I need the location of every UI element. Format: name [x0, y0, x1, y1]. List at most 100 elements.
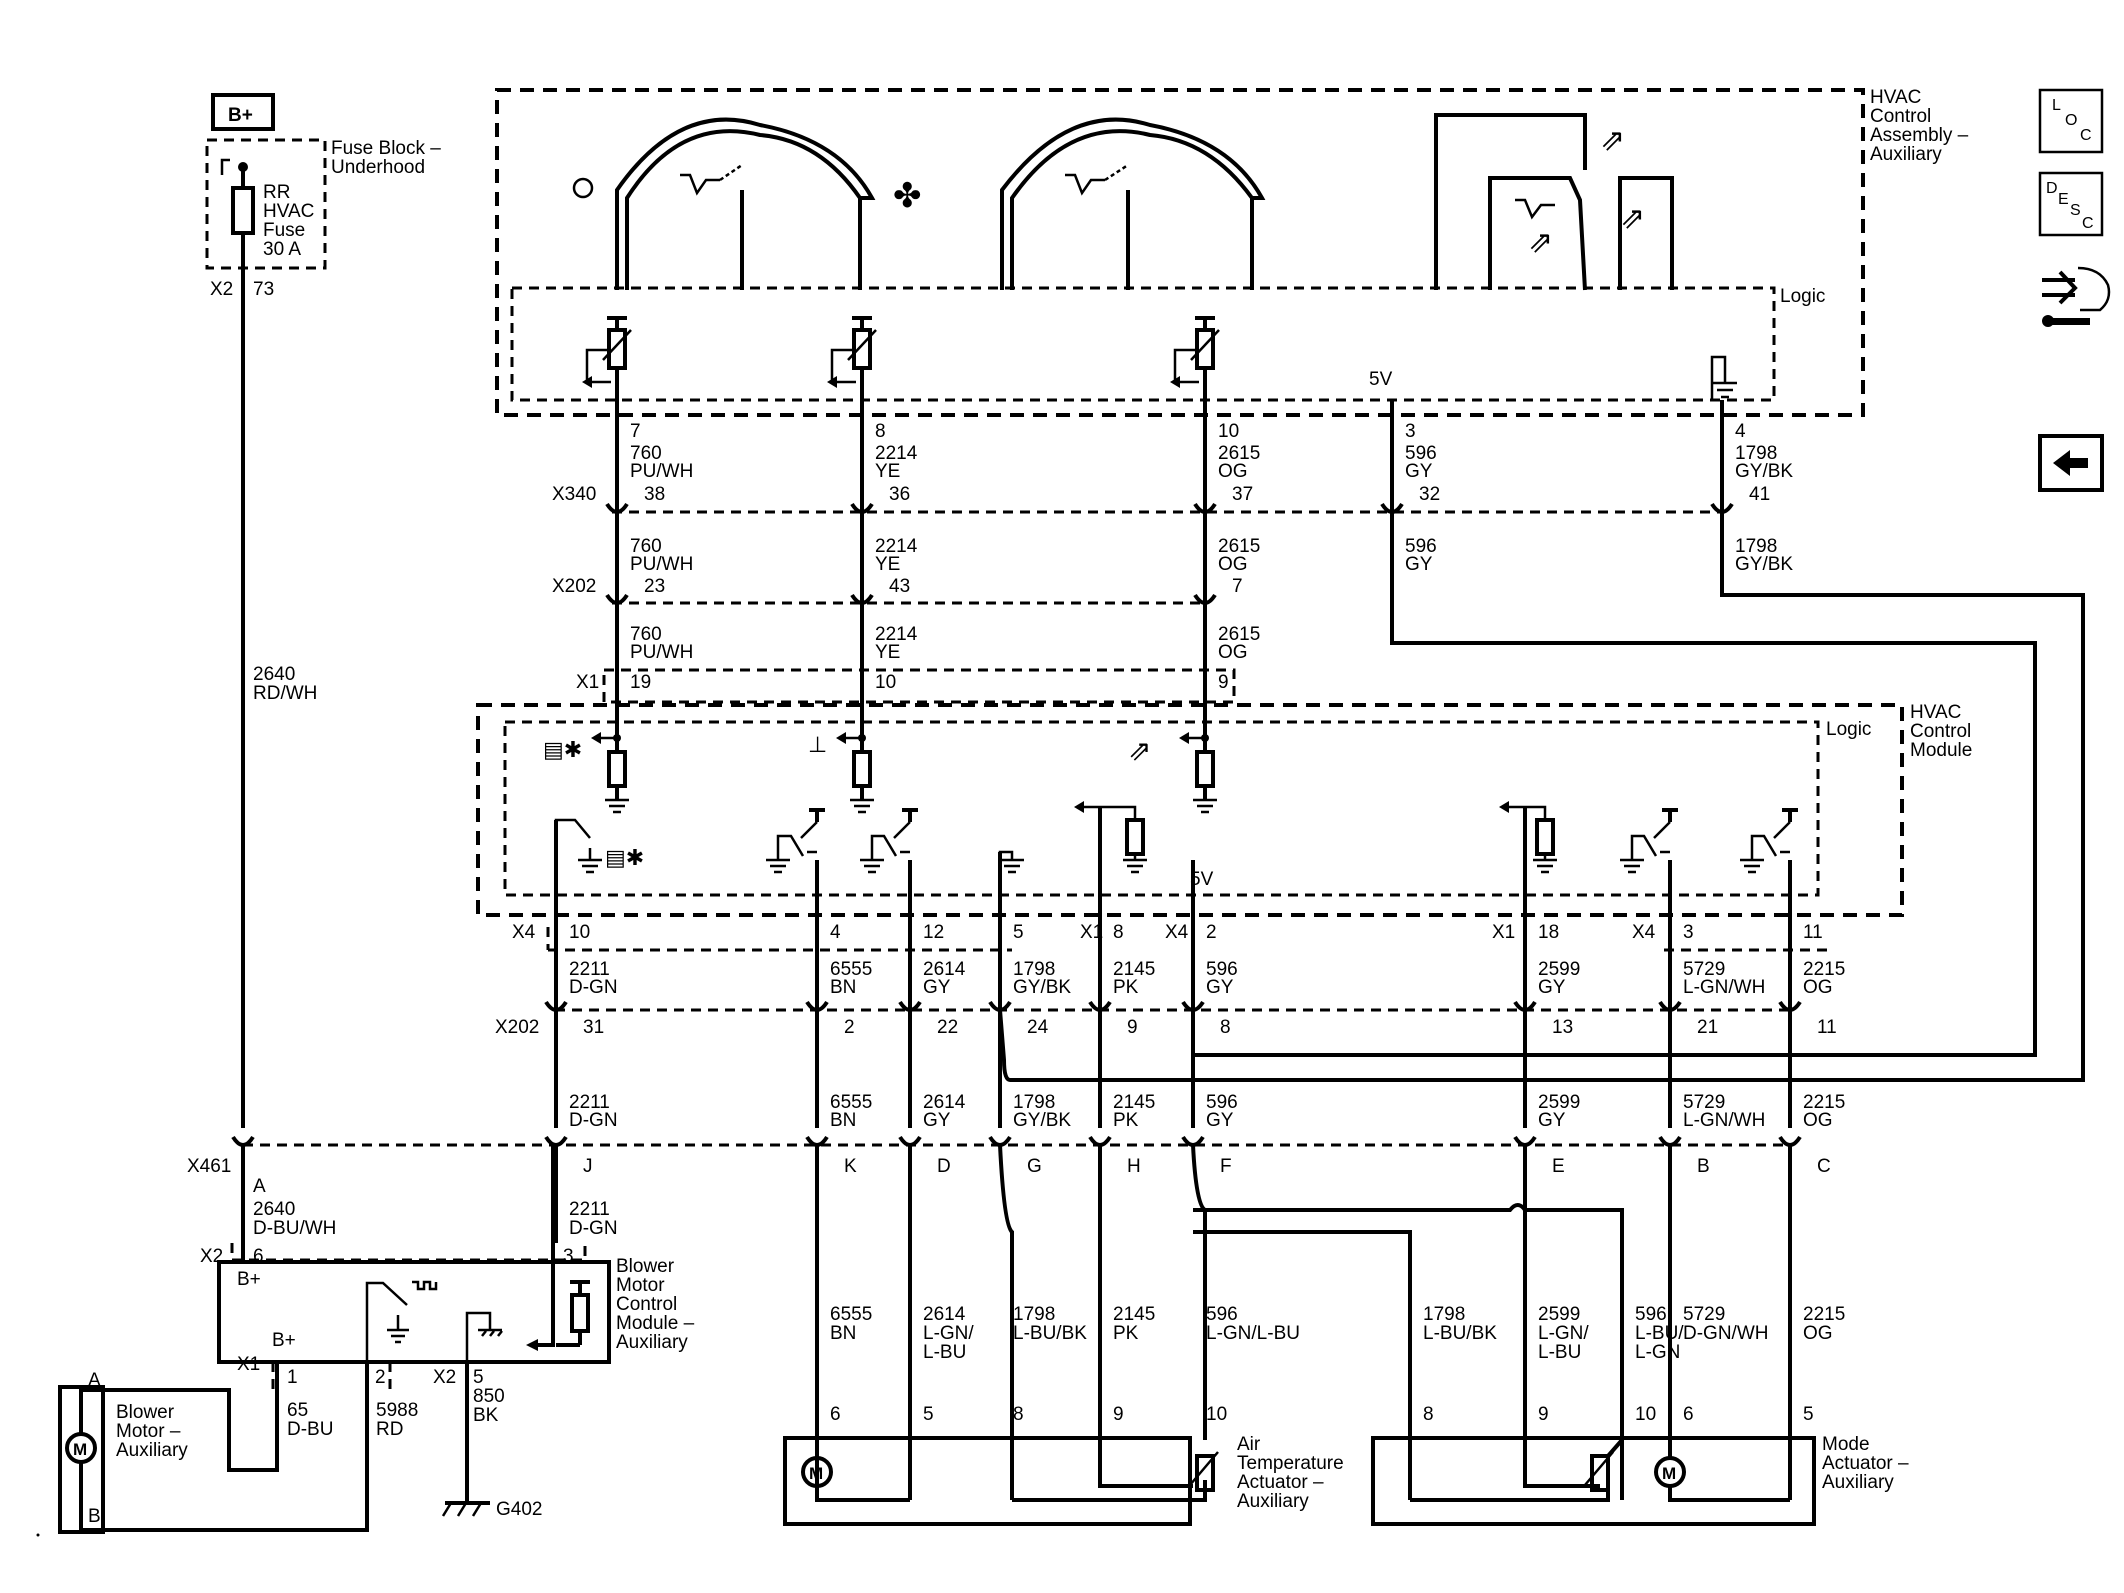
- x1-label-lower-2: X1: [1492, 922, 1515, 943]
- mode-actuator-box: [1371, 1436, 1816, 1526]
- x1-label-upper: X1: [576, 672, 599, 693]
- temp-knob-icon: [1000, 117, 1266, 290]
- svg-text:O: O: [2065, 112, 2077, 129]
- resistor-icon: [1195, 750, 1215, 788]
- lower-circuit-number-2: 6555: [830, 1092, 872, 1113]
- x340-pin: 37: [1232, 484, 1253, 505]
- x202-pin-lower: 8: [1220, 1017, 1231, 1038]
- actuator-circuit-number: 2614: [923, 1304, 966, 1325]
- mode-label-1: Mode: [1822, 1434, 1870, 1455]
- desc-icon[interactable]: D E S C: [2038, 171, 2104, 237]
- actuator-pin: 9: [1113, 1404, 1124, 1425]
- lower-circuit-color: GY/BK: [1013, 977, 1071, 998]
- bmcm-internal-switch-icon: [365, 1143, 590, 1362]
- hvac-cm-internal-parts: ▤✱⊥⇗▤✱: [543, 700, 1798, 938]
- upper-circuit-number: 2214: [875, 443, 918, 464]
- blower-feed-circuit: 2640: [253, 1199, 295, 1220]
- x461-pin: B: [1697, 1156, 1710, 1177]
- lower-pin: 11: [1803, 922, 1823, 943]
- lower-circuit-color-2: GY: [923, 1110, 951, 1131]
- bmcm-x2-pin3: 3: [563, 1246, 574, 1267]
- upper-pin: 3: [1405, 421, 1416, 442]
- x340-pin: 41: [1749, 484, 1770, 505]
- upper-pin: 10: [1218, 421, 1239, 442]
- lower-pin: 4: [830, 922, 841, 943]
- actuator-circuit-color: L-GN/L-BU: [1206, 1323, 1300, 1344]
- g402-label: G402: [496, 1499, 542, 1520]
- upper-circuit-number-2: 2214: [875, 536, 918, 557]
- lower-circuits: 102211D-GN312211D-GNJ46555BN26555BNK1226…: [231, 807, 1845, 1243]
- w850-color: BK: [473, 1405, 499, 1426]
- x340-terminal: [850, 502, 874, 514]
- lower-circuit-color: GY: [1538, 977, 1566, 998]
- lower-circuit-color: OG: [1803, 977, 1833, 998]
- actuator-circuit-color-2: L-BU: [923, 1342, 966, 1363]
- lower-circuit-number: 6555: [830, 959, 872, 980]
- x202-label-upper: X202: [552, 576, 596, 597]
- lower-circuit-color: BN: [830, 977, 856, 998]
- x340-pin: 32: [1419, 484, 1440, 505]
- bmcm-pin1: 1: [287, 1367, 298, 1388]
- lower-circuit-color-2: GY: [1206, 1110, 1234, 1131]
- bmcm-pin2: 2: [375, 1367, 386, 1388]
- hvac-ca-label-4: Auxiliary: [1870, 144, 1942, 165]
- lower-circuit-number-2: 1798: [1013, 1092, 1055, 1113]
- lower-circuit-number: 596: [1206, 959, 1238, 980]
- actuator-pin: 8: [1423, 1404, 1434, 1425]
- x1-pin-upper: 9: [1218, 672, 1229, 693]
- upper-circuit-color-2: OG: [1218, 554, 1248, 575]
- x4-label-2: X4: [1165, 922, 1189, 943]
- upper-circuit-color: OG: [1218, 461, 1248, 482]
- air-temp-motor-m: M: [809, 1464, 823, 1483]
- air-temp-label-1: Air: [1237, 1434, 1261, 1455]
- actuator-wire-route-6: [1193, 1230, 1412, 1500]
- upper-circuit-color-3: PU/WH: [630, 642, 693, 663]
- resistor-icon: [607, 750, 627, 788]
- air-temp-label-3: Actuator –: [1237, 1472, 1324, 1493]
- lower-circuit-number-2: 2215: [1803, 1092, 1845, 1113]
- bmcm-label-3: Control: [616, 1294, 677, 1315]
- lower-circuit-number: 2215: [1803, 959, 1845, 980]
- svg-text:C: C: [2080, 127, 2092, 144]
- resistor-icon: [1535, 818, 1555, 856]
- actuator-wire-route-8: [1193, 1203, 1624, 1500]
- bm-pin-a: A: [88, 1370, 101, 1391]
- hvac-ca-potentiometers: [582, 316, 1220, 400]
- lower-circuit-number-2: 2145: [1113, 1092, 1155, 1113]
- actuator-pin: 6: [1683, 1404, 1694, 1425]
- x461-pin: H: [1127, 1156, 1141, 1177]
- blower-speed-icon: ▤✱: [543, 737, 582, 762]
- x461-pin: K: [844, 1156, 857, 1177]
- blower-feed-pin: A: [253, 1176, 266, 1197]
- bm-label-3: Auxiliary: [116, 1440, 188, 1461]
- back-arrow-icon[interactable]: [2038, 434, 2104, 492]
- actuator-circuit-color: L-GN/: [1538, 1323, 1589, 1344]
- x1-label-lower-1: X1: [1080, 922, 1103, 943]
- lower-pin: 8: [1113, 922, 1124, 943]
- upper-circuit-color-2: GY: [1405, 554, 1433, 575]
- x1-upper-connector: [602, 668, 1236, 704]
- actuator-circuit-number: 1798: [1013, 1304, 1055, 1325]
- x202-terminal-lower: [1778, 1000, 1802, 1012]
- svg-text:D: D: [2046, 180, 2058, 197]
- connector-wrench-icon[interactable]: [2042, 266, 2111, 327]
- upper-circuit-number-2: 2615: [1218, 536, 1260, 557]
- hvac-ca-logic-label: Logic: [1780, 286, 1825, 307]
- loc-icon[interactable]: L O C: [2038, 88, 2104, 154]
- upper-circuit-color: YE: [875, 461, 900, 482]
- fuse-name-4: 30 A: [263, 239, 301, 260]
- hvac-control-module-box: [476, 703, 1904, 917]
- x202-terminal-upper: [1193, 593, 1217, 605]
- blower-motor-box: [58, 1385, 105, 1534]
- actuator-circuit-color: L-GN/: [923, 1323, 974, 1344]
- fuse-block-label-1: Fuse Block –: [331, 138, 441, 159]
- x202-pin-lower: 11: [1817, 1017, 1837, 1038]
- actuator-pin: 5: [923, 1404, 934, 1425]
- lower-circuit-number: 5729: [1683, 959, 1725, 980]
- upper-pin: 8: [875, 421, 886, 442]
- lower-circuit-number: 2599: [1538, 959, 1580, 980]
- lower-circuit-number: 2145: [1113, 959, 1155, 980]
- x202-pin-upper: 23: [644, 576, 665, 597]
- bm-label-2: Motor –: [116, 1421, 181, 1442]
- upper-circuit-color-2: YE: [875, 554, 900, 575]
